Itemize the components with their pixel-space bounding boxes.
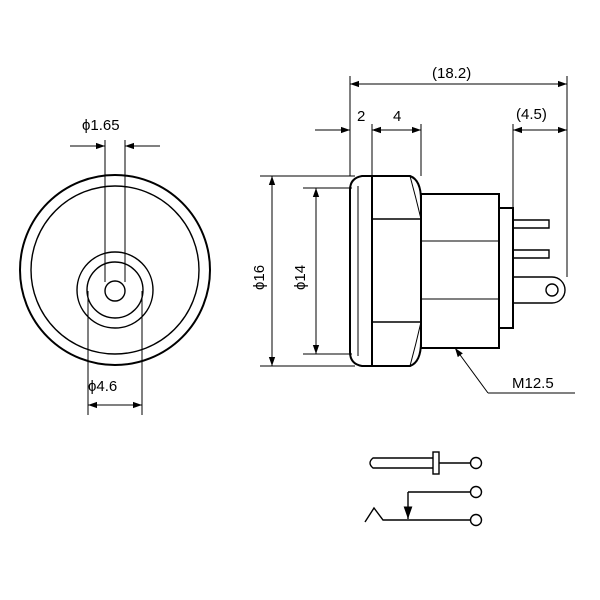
total-length-label: (18.2) [432,65,471,82]
nut-thickness-label: 4 [393,108,401,125]
schematic-pin-rod [369,457,433,469]
schematic-sleeve-contact [364,506,470,523]
side-flange [349,175,372,367]
front-inner-body-circle [30,185,200,355]
front-hole-inner-circle [86,261,144,319]
side-hex-nut [372,175,422,367]
thread-label: M12.5 [512,375,554,392]
schematic-terminal-1 [469,456,483,470]
schematic-symbol [364,451,483,527]
schematic-pin-cap [432,451,440,475]
side-terminal-lug-hole [545,283,559,297]
flange-thickness-label: 2 [357,108,365,125]
side-terminal-lug [513,276,566,304]
thread-leader-line [454,347,489,394]
body-diameter-label: ϕ14 [292,265,309,290]
front-outer-flange-circle [19,174,211,366]
front-hole-outer-circle [76,251,154,329]
side-thread-body [420,193,500,349]
front-view: ϕ1.65 ϕ4.6 [19,117,211,415]
side-nut-chamfer-top [409,175,422,220]
side-terminal-middle [513,249,550,259]
flange-diameter-label: ϕ16 [251,265,268,290]
pin-diameter-label: ϕ1.65 [82,117,120,134]
side-rear-housing [498,207,514,329]
front-pin-circle [104,280,126,302]
schematic-terminal-3 [469,513,483,527]
lead-length-label: (4.5) [516,106,547,123]
side-terminal-top [513,219,550,229]
schematic-terminal-2 [469,485,483,499]
side-view: ϕ16 ϕ14 (18.2) (4.5) 2 4 M12.5 [251,65,575,394]
hole-diameter-label: ϕ4.6 [88,378,117,395]
side-nut-chamfer-bottom [409,321,422,367]
